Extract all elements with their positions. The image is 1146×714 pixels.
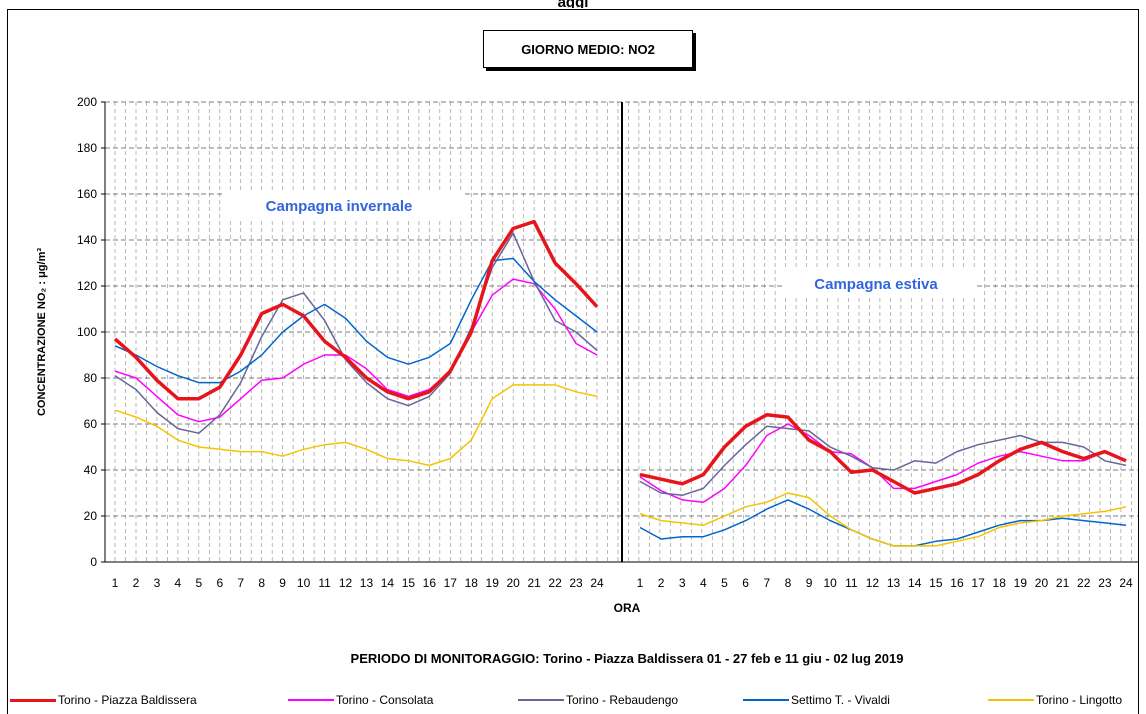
x-tick-label: 24 xyxy=(1119,576,1133,590)
x-tick-label: 4 xyxy=(700,576,707,590)
x-tick-label: 12 xyxy=(866,576,880,590)
x-axis-label: ORA xyxy=(614,601,641,615)
x-tick-label: 18 xyxy=(993,576,1007,590)
x-tick-label: 12 xyxy=(339,576,353,590)
series-line-summer-torino-piazza-baldissera xyxy=(639,413,1127,495)
series-line-summer-torino-consolata xyxy=(639,423,1127,503)
y-tick-label: 100 xyxy=(77,325,97,339)
x-tick-label: 7 xyxy=(237,576,244,590)
chart-frame xyxy=(7,9,1139,714)
legend-item: Torino - Rebaudengo xyxy=(518,690,678,710)
y-tick-label: 20 xyxy=(84,509,98,523)
top-overflow-text: aggi xyxy=(0,0,1146,8)
legend-label: Torino - Piazza Baldissera xyxy=(58,693,197,707)
x-tick-label: 22 xyxy=(1077,576,1091,590)
x-tick-label: 16 xyxy=(423,576,437,590)
x-tick-label: 3 xyxy=(154,576,161,590)
x-tick-label: 18 xyxy=(465,576,479,590)
legend-label: Settimo T. - Vivaldi xyxy=(791,693,890,707)
y-tick-label: 140 xyxy=(77,233,97,247)
x-tick-label: 6 xyxy=(742,576,749,590)
x-tick-label: 1 xyxy=(112,576,119,590)
y-tick-label: 0 xyxy=(90,555,97,569)
series-line-winter-settimo-t-vivaldi xyxy=(114,257,598,384)
x-tick-label: 15 xyxy=(929,576,943,590)
chart-legend: Torino - Piazza Baldissera Torino - Conso… xyxy=(10,690,1140,710)
legend-swatch xyxy=(518,699,564,701)
x-tick-label: 19 xyxy=(486,576,500,590)
chart-footer: PERIODO DI MONITORAGGIO: Torino - Piazza… xyxy=(351,651,904,666)
y-tick-label: 180 xyxy=(77,141,97,155)
x-tick-label: 2 xyxy=(658,576,665,590)
x-tick-label: 7 xyxy=(763,576,770,590)
legend-swatch xyxy=(288,699,334,701)
legend-label: Torino - Lingotto xyxy=(1036,693,1123,707)
legend-item: Torino - Lingotto xyxy=(988,690,1122,710)
x-tick-label: 17 xyxy=(444,576,458,590)
y-tick-label: 200 xyxy=(77,95,97,109)
legend-item: Torino - Consolata xyxy=(288,690,433,710)
legend-item: Settimo T. - Vivaldi xyxy=(743,690,890,710)
legend-label: Torino - Consolata xyxy=(336,693,434,707)
series-line-winter-torino-piazza-baldissera xyxy=(113,219,599,401)
x-tick-label: 5 xyxy=(195,576,202,590)
annotation-summer-box xyxy=(785,268,975,298)
x-tick-label: 22 xyxy=(548,576,562,590)
y-tick-label: 60 xyxy=(84,417,98,431)
x-tick-label: 5 xyxy=(721,576,728,590)
y-tick-label: 80 xyxy=(84,371,98,385)
y-tick-label: 160 xyxy=(77,187,97,201)
series-line-winter-torino-rebaudengo xyxy=(114,232,598,434)
x-tick-label: 20 xyxy=(506,576,520,590)
x-tick-label: 8 xyxy=(258,576,265,590)
x-tick-label: 13 xyxy=(360,576,374,590)
legend-swatch xyxy=(10,698,56,702)
series-line-summer-settimo-t-vivaldi xyxy=(639,499,1127,547)
x-tick-label: 11 xyxy=(845,576,858,590)
legend-item: Torino - Piazza Baldissera xyxy=(10,690,197,710)
x-tick-label: 3 xyxy=(679,576,686,590)
legend-swatch xyxy=(743,699,789,701)
x-tick-label: 21 xyxy=(527,576,541,590)
x-tick-label: 2 xyxy=(133,576,140,590)
x-tick-label: 10 xyxy=(297,576,311,590)
series-line-winter-torino-lingotto xyxy=(114,384,598,467)
x-tick-label: 15 xyxy=(402,576,416,590)
series-line-winter-torino-consolata xyxy=(114,278,598,423)
x-tick-label: 8 xyxy=(785,576,792,590)
annotation-winter-box xyxy=(225,190,465,220)
x-tick-label: 6 xyxy=(216,576,223,590)
y-tick-label: 120 xyxy=(77,279,97,293)
x-tick-label: 9 xyxy=(806,576,813,590)
annotation-winter: Campagna invernale xyxy=(266,198,413,215)
x-tick-label: 20 xyxy=(1035,576,1049,590)
x-tick-label: 14 xyxy=(381,576,395,590)
chart-title: GIORNO MEDIO: NO2 xyxy=(483,30,693,68)
x-tick-label: 11 xyxy=(318,576,331,590)
x-tick-label: 23 xyxy=(1098,576,1112,590)
x-tick-label: 24 xyxy=(590,576,604,590)
annotation-summer: Campagna estiva xyxy=(814,276,938,293)
series-line-summer-torino-lingotto xyxy=(639,492,1127,547)
legend-swatch xyxy=(988,699,1034,701)
y-tick-label: 40 xyxy=(84,463,98,477)
x-tick-label: 13 xyxy=(887,576,901,590)
x-tick-label: 4 xyxy=(175,576,182,590)
x-tick-label: 21 xyxy=(1056,576,1070,590)
x-tick-label: 17 xyxy=(971,576,985,590)
x-tick-label: 10 xyxy=(823,576,837,590)
x-tick-label: 23 xyxy=(569,576,583,590)
legend-label: Torino - Rebaudengo xyxy=(566,693,679,707)
y-axis-label: CONCENTRAZIONE NO₂ : μg/m³ xyxy=(36,248,48,416)
x-tick-label: 1 xyxy=(637,576,644,590)
x-tick-label: 16 xyxy=(950,576,964,590)
x-tick-label: 19 xyxy=(1014,576,1028,590)
x-tick-label: 14 xyxy=(908,576,922,590)
x-tick-label: 9 xyxy=(279,576,286,590)
